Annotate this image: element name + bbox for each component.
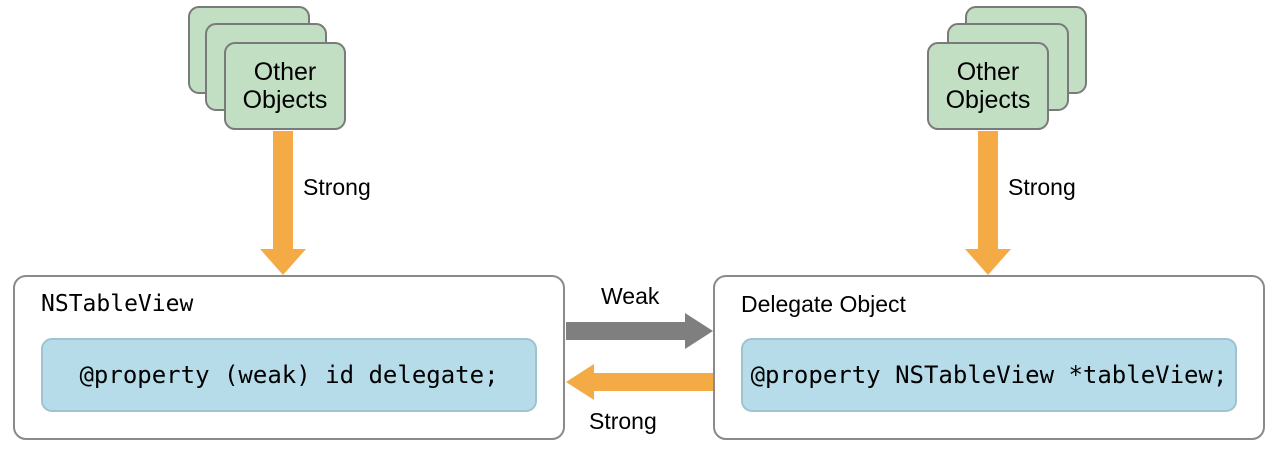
arrow-shaft bbox=[592, 373, 713, 391]
other-objects-label-line2: Objects bbox=[242, 86, 328, 114]
delegate-object-code-block: @property NSTableView *tableView; bbox=[741, 338, 1237, 412]
other-objects-stack-left: Other Objects bbox=[188, 6, 350, 134]
arrow-head-down-icon bbox=[965, 249, 1011, 275]
arrow-shaft bbox=[273, 131, 293, 249]
strong-label-right: Strong bbox=[1008, 174, 1076, 200]
strong-back-label: Strong bbox=[589, 408, 657, 434]
nstableview-box: NSTableView @property (weak) id delegate… bbox=[13, 275, 565, 440]
strong-back-arrow bbox=[566, 364, 713, 400]
strong-arrow-right bbox=[965, 131, 1011, 275]
strong-arrow-left bbox=[260, 131, 306, 275]
arrow-head-right-icon bbox=[685, 313, 713, 349]
arrow-shaft bbox=[978, 131, 998, 249]
delegate-object-box: Delegate Object @property NSTableView *t… bbox=[713, 275, 1265, 440]
weak-label: Weak bbox=[601, 283, 660, 309]
nstableview-title: NSTableView bbox=[41, 291, 194, 317]
stack-card-front: Other Objects bbox=[224, 42, 346, 130]
stack-card-front: Other Objects bbox=[927, 42, 1049, 130]
arrow-shaft bbox=[566, 322, 687, 340]
delegate-object-title: Delegate Object bbox=[741, 291, 906, 317]
arrow-head-down-icon bbox=[260, 249, 306, 275]
other-objects-label-line1: Other bbox=[956, 58, 1020, 86]
strong-label-left: Strong bbox=[303, 174, 371, 200]
arrow-head-left-icon bbox=[566, 364, 594, 400]
other-objects-stack-right: Other Objects bbox=[925, 6, 1087, 134]
other-objects-label-line1: Other bbox=[253, 58, 317, 86]
other-objects-label-line2: Objects bbox=[945, 86, 1031, 114]
weak-arrow bbox=[566, 313, 713, 349]
nstableview-code-block: @property (weak) id delegate; bbox=[41, 338, 537, 412]
